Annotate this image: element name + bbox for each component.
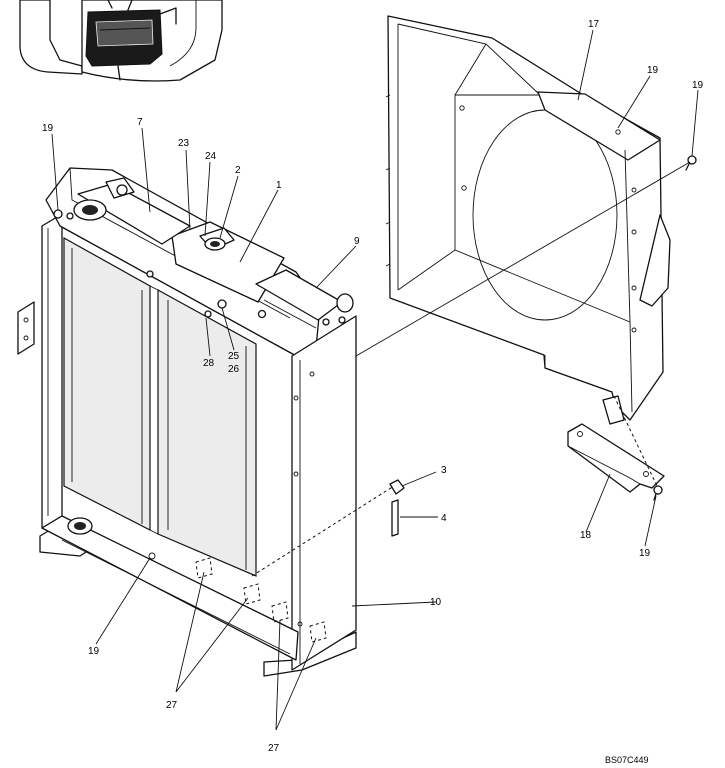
callout-24: 24 — [205, 151, 217, 162]
loose-bolts — [653, 155, 697, 501]
leader-lines — [51, 29, 699, 731]
radiator-assembly — [17, 167, 357, 677]
callout-19-shroud: 19 — [647, 65, 659, 76]
callout-7: 7 — [137, 117, 143, 128]
callout-26: 26 — [228, 364, 240, 375]
drain-valve-and-hose — [389, 479, 405, 537]
callout-3: 3 — [441, 465, 447, 476]
callout-27-a: 27 — [166, 700, 178, 711]
callout-2: 2 — [235, 165, 241, 176]
callout-19-right: 19 — [692, 80, 704, 91]
fan-shroud — [385, 15, 671, 421]
callout-1: 1 — [276, 180, 282, 191]
callout-27-b: 27 — [268, 743, 280, 754]
callout-23: 23 — [178, 138, 190, 149]
lower-guard-plate — [567, 395, 665, 493]
callout-19-top-left: 19 — [42, 123, 54, 134]
assembly-lines — [251, 161, 691, 577]
callout-19-bottom: 19 — [88, 646, 100, 657]
callout-18: 18 — [580, 530, 592, 541]
callout-10: 10 — [430, 597, 442, 608]
upper-component-partial — [19, 0, 223, 82]
callout-9: 9 — [354, 236, 360, 247]
callout-labels: 19 7 23 24 2 1 9 28 25 26 17 19 19 3 4 1… — [42, 19, 704, 754]
reference-code: BS07C449 — [605, 755, 649, 765]
callout-17: 17 — [588, 19, 600, 30]
callout-25: 25 — [228, 351, 240, 362]
callout-19-guard: 19 — [639, 548, 651, 559]
callout-28: 28 — [203, 358, 215, 369]
callout-4: 4 — [441, 513, 447, 524]
drain-plugs — [195, 557, 327, 643]
